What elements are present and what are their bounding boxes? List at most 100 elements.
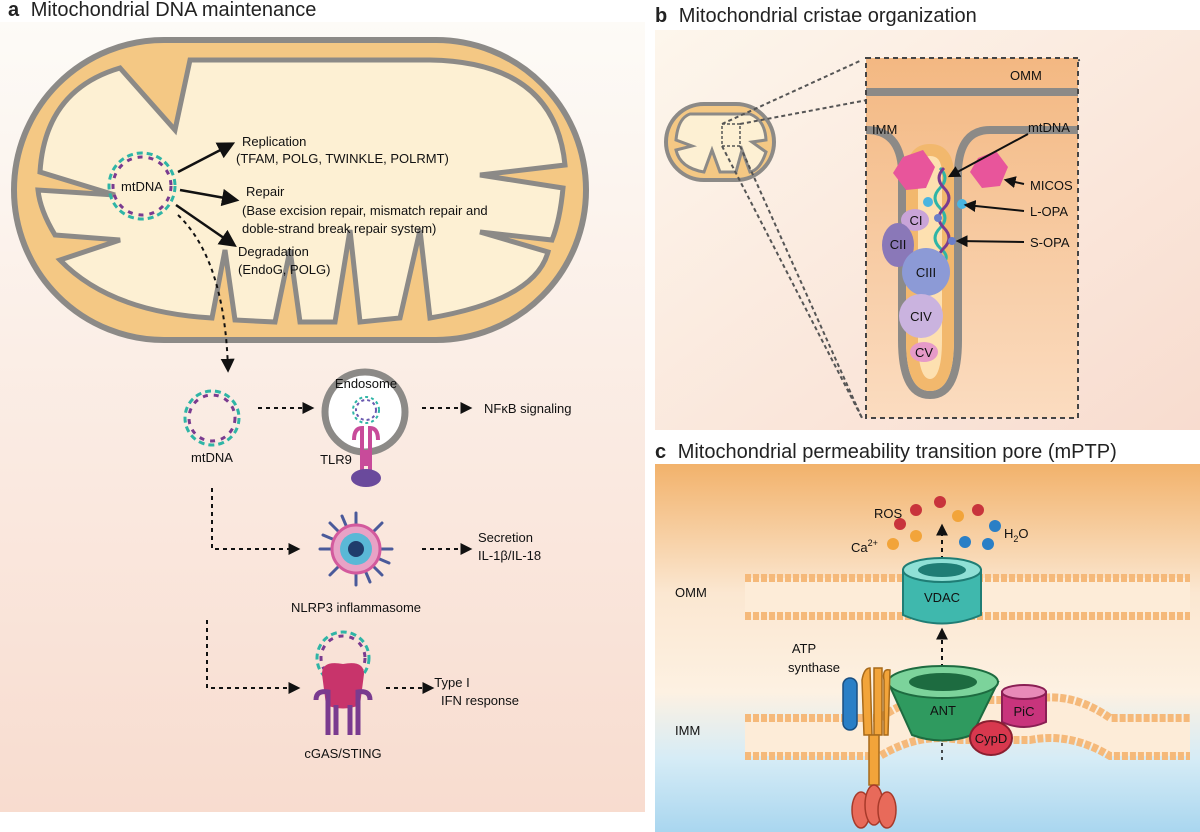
typei-label: Type I	[434, 675, 469, 690]
lopa-dot-1	[923, 197, 933, 207]
ros-label: ROS	[874, 506, 903, 521]
cgas-sting	[313, 630, 373, 735]
arrow-micos	[1003, 176, 1025, 188]
svg-text:b Mitochondrial cristae: b Mitochondrial cristae organization	[655, 5, 977, 27]
ant-label: ANT	[930, 703, 956, 718]
repair-detail-2: doble-strand break repair system)	[242, 221, 436, 236]
nlrp3-inflammasome	[318, 511, 394, 587]
mtdna-circle-free	[183, 389, 241, 447]
arrow-lopa	[963, 200, 1025, 212]
panel-c-background	[655, 464, 1200, 832]
cypd-protein	[969, 720, 1013, 756]
tlr9-label: TLR9	[320, 452, 352, 467]
panel-a-letter: a	[8, 0, 20, 21]
replication-detail: (TFAM, POLG, TWINKLE, POLRMT)	[236, 151, 449, 166]
complex-ci-label: CI	[910, 213, 923, 228]
atp-label-2: synthase	[788, 660, 840, 675]
h2o-h: H	[1004, 526, 1013, 541]
ion-ca-2	[910, 530, 922, 542]
ion-h2o-1	[959, 536, 971, 548]
mitochondrion-small	[664, 102, 776, 182]
atp-label-1: ATP	[792, 641, 816, 656]
panel-c: c Mitochondrial permeability transition …	[655, 441, 1200, 832]
lopa-label: L-OPA	[1030, 204, 1068, 219]
panel-b: b Mitochondrial cristae organization	[655, 5, 1200, 430]
pic-label: PiC	[1014, 704, 1035, 719]
arrow-mtdna-b	[947, 133, 1029, 178]
nlrp3-label: NLRP3 inflammasome	[291, 600, 421, 615]
vdac-channel	[902, 557, 982, 625]
omm-label-b: OMM	[1010, 68, 1042, 83]
imm-label-b: IMM	[872, 122, 897, 137]
arrow-to-cgas	[206, 620, 301, 694]
mtdna-label-b: mtDNA	[1028, 120, 1070, 135]
endosome-label: Endosome	[335, 376, 397, 391]
ca-label: Ca	[851, 540, 868, 555]
arrow-sopa	[955, 235, 1025, 248]
ion-ros-1	[894, 518, 906, 530]
cypd-label: CypD	[975, 731, 1008, 746]
imm-label-c: IMM	[675, 723, 700, 738]
sopa-dot-2	[948, 237, 956, 245]
ca-sup: 2+	[868, 538, 878, 548]
h2o-sub: 2	[1013, 534, 1018, 544]
secretion-label: Secretion	[478, 530, 533, 545]
atp-synthase	[842, 667, 897, 829]
ion-h2o-3	[982, 538, 994, 550]
mitochondrion-large	[11, 37, 589, 343]
ion-ca-3	[952, 510, 964, 522]
ifn-label: IFN response	[441, 693, 519, 708]
svg-text:H2O: H2O	[1004, 526, 1029, 544]
arrow-repair	[179, 188, 240, 207]
mtdna-label-main: mtDNA	[121, 179, 163, 194]
inner-membrane-cristae	[35, 57, 568, 325]
panel-a: a Mitochondrial DNA maintenance mtDNA Re…	[0, 0, 645, 812]
free-mtdna-label: mtDNA	[191, 450, 233, 465]
mtdna-circle-main: mtDNA	[107, 151, 177, 221]
nfkb-label: NFκB signaling	[484, 401, 571, 416]
complex-civ-label: CIV	[910, 309, 932, 324]
sopa-label: S-OPA	[1030, 235, 1070, 250]
panel-b-title: Mitochondrial cristae organization	[679, 5, 977, 27]
replication-head: Replication	[242, 134, 306, 149]
complex-cv	[910, 342, 938, 362]
arrow-replication	[177, 142, 236, 174]
omm-label-c: OMM	[675, 585, 707, 600]
ant-transporter	[886, 665, 1000, 742]
complex-ciii-label: CIII	[916, 265, 936, 280]
endosome	[321, 368, 409, 487]
lopa-dot-2	[957, 199, 967, 209]
il-label: IL-1β/IL-18	[478, 548, 541, 563]
complex-ci	[901, 209, 929, 231]
complex-cii	[882, 223, 914, 267]
ion-ros-2	[910, 504, 922, 516]
complex-cii-label: CII	[890, 237, 907, 252]
ion-ca-1	[887, 538, 899, 550]
panel-a-title: Mitochondrial DNA maintenance	[31, 0, 317, 21]
repair-head: Repair	[246, 184, 285, 199]
degradation-detail: (EndoG, POLG)	[238, 262, 330, 277]
svg-text:a Mitochondrial DNA main: a Mitochondrial DNA maintenance	[8, 0, 316, 21]
ion-ros-4	[972, 504, 984, 516]
arrow-degradation	[175, 203, 237, 247]
panel-c-title: Mitochondrial permeability transition po…	[678, 441, 1117, 463]
svg-text:c Mitochondrial permeabi: c Mitochondrial permeability transition …	[655, 441, 1117, 463]
vdac-label: VDAC	[924, 590, 960, 605]
pic-carrier	[1001, 684, 1047, 728]
tlr9-receptor	[351, 425, 381, 487]
micos-label: MICOS	[1030, 178, 1073, 193]
complex-cv-label: CV	[915, 345, 933, 360]
micos-left	[893, 150, 935, 190]
ion-ros-3	[934, 496, 946, 508]
repair-detail-1: (Base excision repair, mismatch repair a…	[242, 203, 488, 218]
complex-civ	[899, 294, 943, 338]
cgas-label: cGAS/STING	[304, 746, 381, 761]
complex-ciii	[902, 248, 950, 296]
panel-b-letter: b	[655, 5, 667, 27]
sopa-dot-1	[934, 214, 942, 222]
h2o-o: O	[1018, 526, 1028, 541]
panel-c-letter: c	[655, 441, 666, 463]
degradation-head: Degradation	[238, 244, 309, 259]
ion-h2o-2	[989, 520, 1001, 532]
